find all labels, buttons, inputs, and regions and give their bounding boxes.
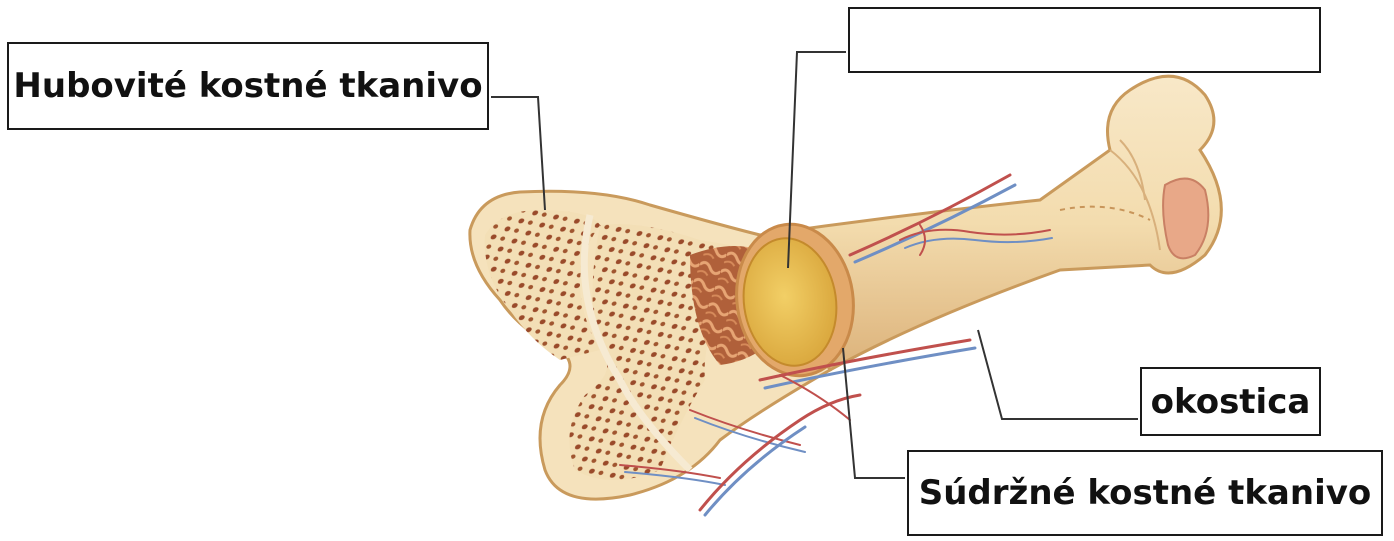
label-spongy-bone: Hubovité kostné tkanivo [7,42,489,130]
label-blank [848,7,1321,73]
cartilage-patch [1163,179,1208,259]
label-periosteum: okostica [1140,367,1321,436]
label-compact-bone: Súdržné kostné tkanivo [907,450,1383,536]
leader-compact [843,348,905,478]
leader-periosteum [978,330,1138,419]
